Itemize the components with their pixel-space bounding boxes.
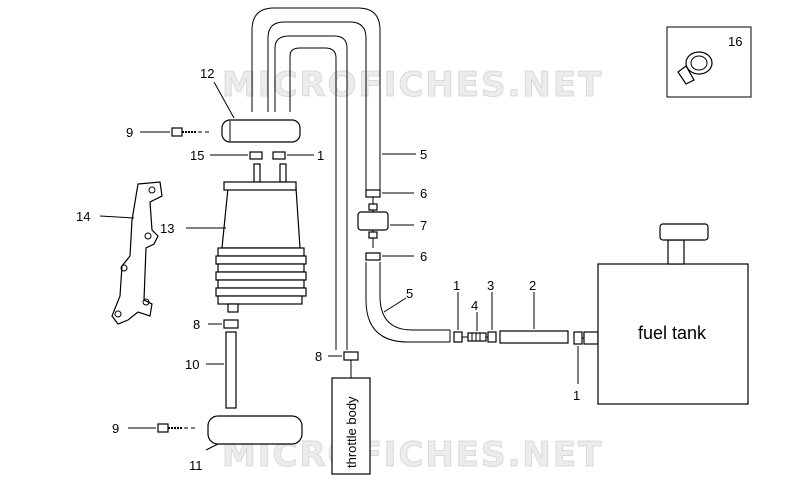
pad-12[interactable] (221, 119, 301, 143)
callout-2: 2 (529, 278, 536, 293)
callout-13: 13 (160, 221, 174, 236)
tube-10[interactable] (225, 331, 237, 409)
fuel-tank[interactable]: fuel tank (582, 223, 749, 405)
cap-1-top[interactable] (272, 151, 286, 160)
hose-2[interactable] (499, 330, 569, 344)
clip-8-left[interactable] (223, 319, 239, 329)
pad-11[interactable] (207, 415, 303, 445)
callout-15: 15 (190, 148, 204, 163)
callout-5-top: 5 (420, 147, 427, 162)
callout-1-top: 1 (317, 148, 324, 163)
clip-1-bottom[interactable] (573, 331, 583, 345)
fuel-tank-label: fuel tank (638, 323, 707, 343)
canister-13[interactable] (215, 163, 307, 313)
callout-1-mid: 1 (453, 278, 460, 293)
callout-4: 4 (471, 298, 478, 313)
bracket-14[interactable] (111, 181, 163, 325)
connector-3[interactable] (487, 331, 497, 343)
callout-9-top: 9 (126, 125, 133, 140)
callout-11: 11 (189, 458, 203, 473)
callout-16: 16 (728, 34, 742, 49)
screw-9-bottom[interactable] (157, 423, 198, 433)
callout-10: 10 (185, 357, 199, 372)
callout-3: 3 (487, 278, 494, 293)
vent-hose-loop[interactable] (251, 7, 381, 350)
callout-6-top: 6 (420, 186, 427, 201)
watermark-top: MICROFICHES.NET (222, 65, 603, 105)
callout-1-bottom: 1 (573, 388, 580, 403)
hose-5-curved[interactable] (365, 262, 451, 343)
clip-1-mid[interactable] (453, 331, 463, 343)
clamp-inset[interactable]: 16 (666, 26, 752, 98)
clip-8-center[interactable] (343, 351, 359, 361)
callout-5-mid: 5 (406, 286, 413, 301)
callout-9-bottom: 9 (112, 421, 119, 436)
callout-8-center: 8 (315, 349, 322, 364)
cap-15[interactable] (249, 151, 263, 160)
valve-7[interactable] (357, 197, 389, 248)
callout-7: 7 (420, 218, 427, 233)
ring-6-bottom[interactable] (365, 252, 381, 261)
callout-14: 14 (76, 209, 90, 224)
callout-12: 12 (200, 66, 214, 81)
throttle-body-label: throttle body (344, 396, 359, 468)
throttle-body[interactable]: throttle body (331, 377, 371, 475)
callout-8-left: 8 (193, 317, 200, 332)
callout-6-bottom: 6 (420, 249, 427, 264)
screw-9-top[interactable] (171, 127, 212, 137)
ring-6-top[interactable] (365, 189, 381, 198)
